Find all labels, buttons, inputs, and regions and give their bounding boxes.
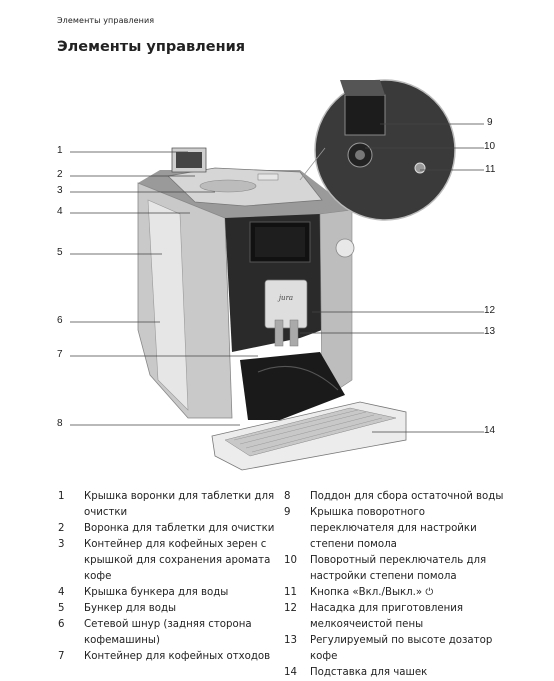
legend-right-column: 8 Поддон для сбора остаточной воды 9 Крышк… [284,489,510,681]
legend-text: Крышка воронки для таблетки для очистки [84,491,275,518]
legend-item: 13 Регулируемый по высоте дозатор кофе [284,633,510,665]
power-button [414,162,426,174]
cup-platform [224,407,397,457]
legend-item: 2 Воронка для таблетки для очистки [58,521,280,537]
legend-item: 11 Кнопка «Вкл./Выкл.» ⏻ [284,585,510,601]
callout-1: 1 [57,145,63,156]
legend-num: 14 [284,667,297,678]
legend-text: Кнопка «Вкл./Выкл.» ⏻ [310,587,434,598]
legend-num: 4 [58,587,65,598]
legend-text: Контейнер для кофейных отходов [84,651,271,662]
legend-text: Сетевой шнур (задняя сторона кофемашины) [84,619,252,646]
legend-text: Подставка для чашек [310,667,428,678]
legend-num: 11 [284,587,297,598]
legend-text: Крышка поворотного переключателя для нас… [310,507,477,550]
legend-text: Насадка для приготовления мелкоячеистой … [310,603,464,630]
legend-text: Поддон для сбора остаточной воды [310,491,504,502]
callout-13: 13 [484,326,496,337]
legend-text: Воронка для таблетки для очистки [84,523,275,534]
legend-item: 4 Крышка бункера для воды [58,585,280,601]
legend-item: 14 Подставка для чашек [284,665,510,681]
legend-item: 7 Контейнер для кофейных отходов [58,649,280,665]
callout-14: 14 [484,425,496,436]
legend-item: 9 Крышка поворотного переключателя для на… [284,505,510,553]
callout-4: 4 [57,206,63,217]
legend-num: 10 [284,555,297,566]
callout-12: 12 [484,305,496,316]
legend-text: Крышка бункера для воды [84,587,229,598]
callout-6: 6 [57,315,63,326]
callout-8: 8 [57,418,63,429]
legend-item: 6 Сетевой шнур (задняя сторона кофемашины… [58,617,280,649]
legend-num: 1 [58,491,65,502]
brand-logo: jura [277,294,293,302]
callout-10: 10 [484,141,496,152]
callout-7: 7 [57,349,63,360]
legend-text: Контейнер для кофейных зерен с крышкой д… [84,539,271,582]
legend-num: 2 [58,523,65,534]
water-tank-front [147,199,189,411]
callout-11: 11 [485,164,496,175]
callout-2: 2 [57,169,63,180]
legend-text: Поворотный переключатель для настройки с… [310,555,487,582]
legend-item: 1 Крышка воронки для таблетки для очистки [58,489,280,521]
callout-3: 3 [57,185,63,196]
legend-item: 10 Поворотный переключатель для настройки… [284,553,510,585]
legend-item: 8 Поддон для сбора остаточной воды [284,489,510,505]
legend-item: 5 Бункер для воды [58,601,280,617]
legend-num: 8 [284,491,291,502]
running-header: Элементы управления [57,16,155,25]
legend-num: 7 [58,651,65,662]
legend-item: 3 Контейнер для кофейных зерен с крышкой … [58,537,280,585]
legend-item: 12 Насадка для приготовления мелкоячеисто… [284,601,510,633]
legend-num: 12 [284,603,297,614]
legend-text: Бункер для воды [84,603,177,614]
page-title: Элементы управления [57,39,246,55]
callout-5: 5 [57,247,63,258]
legend-num: 3 [58,539,65,550]
legend-num: 5 [58,603,65,614]
coffee-spout [264,279,308,329]
callout-9: 9 [487,117,493,128]
legend-text: Регулируемый по высоте дозатор кофе [310,635,493,662]
legend-num: 13 [284,635,297,646]
rotary-dial [335,238,355,258]
legend-left-column: 1 Крышка воронки для таблетки для очистки… [58,489,280,665]
legend-num: 6 [58,619,65,630]
legend-num: 9 [284,507,291,518]
machine-right-side [319,209,353,401]
